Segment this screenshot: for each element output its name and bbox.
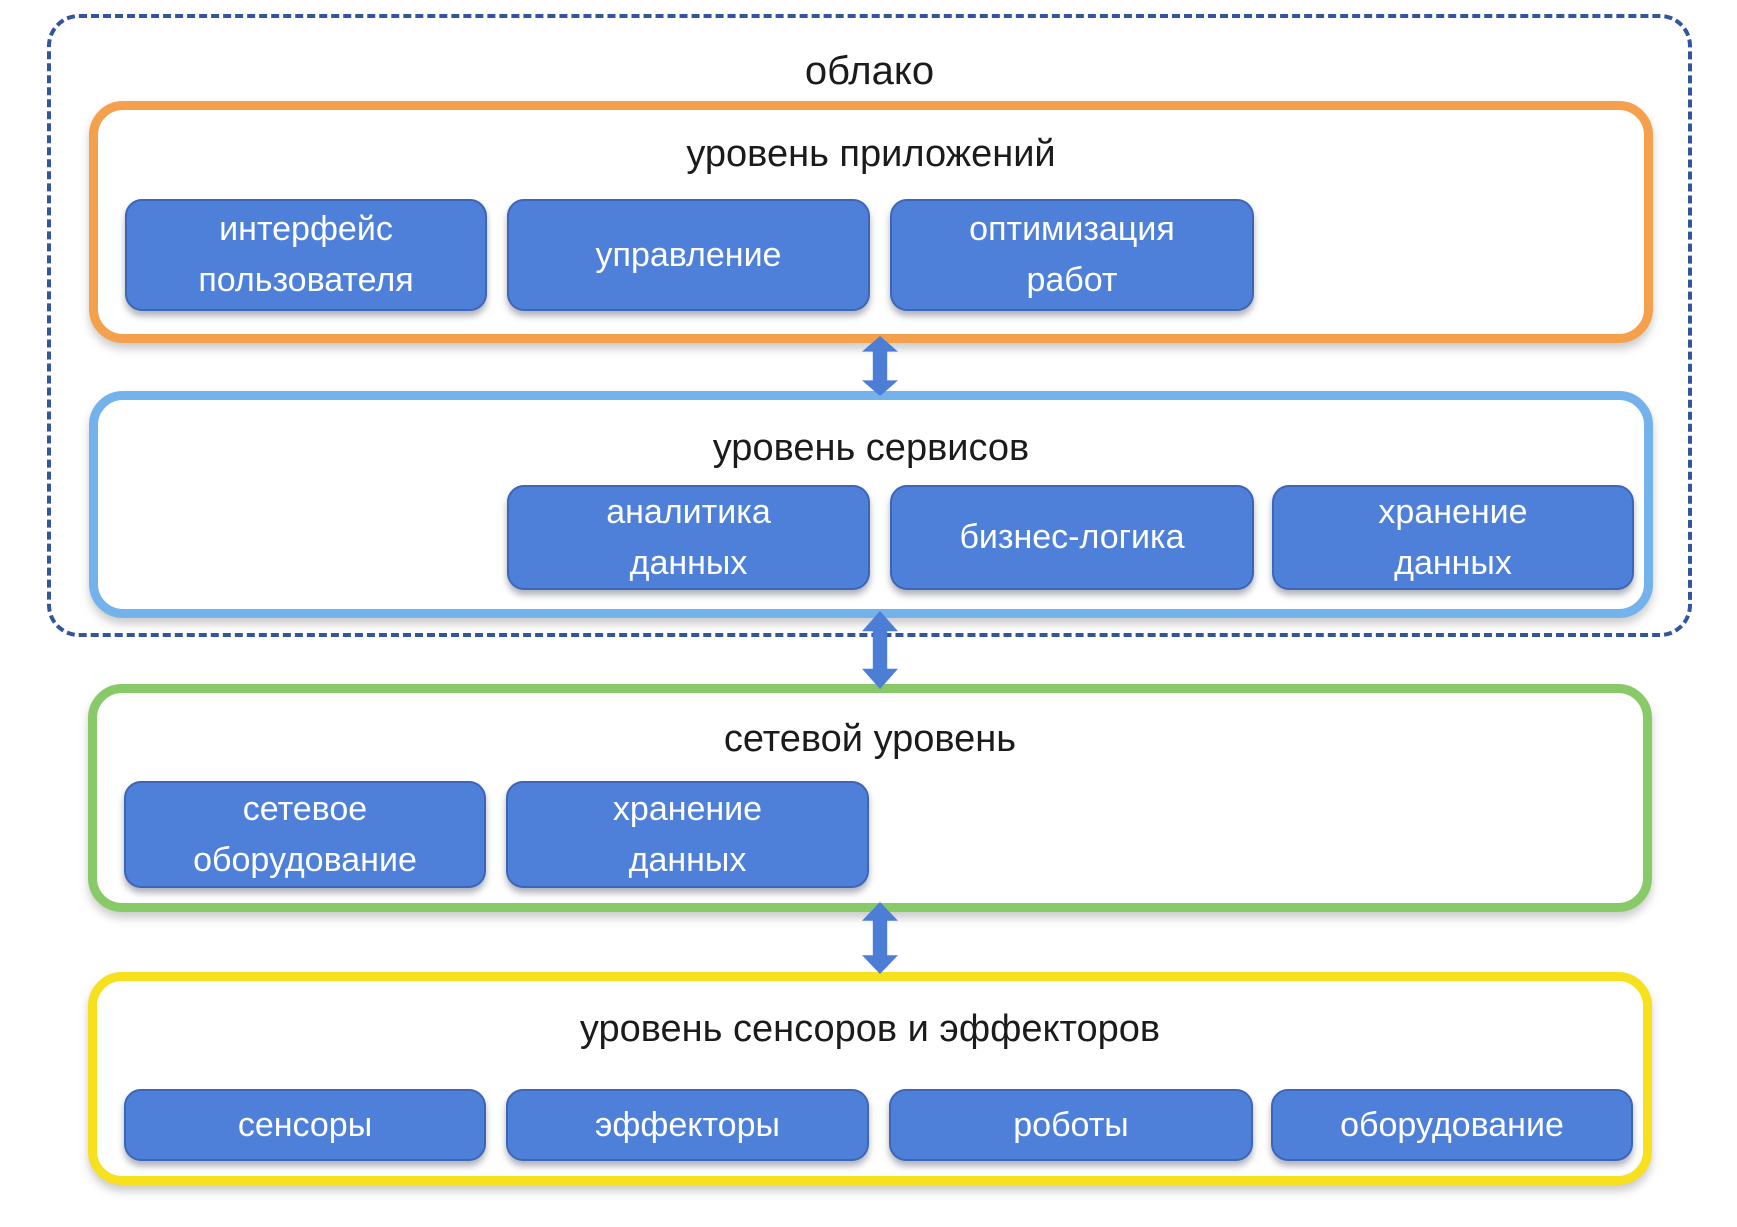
box-sensors: сенсоры [124,1089,486,1161]
arrow-network-sensors [862,902,898,974]
box-robots: роботы [889,1089,1253,1161]
layer-applications-title: уровень приложений [686,133,1056,175]
cloud-group: облако уровень приложений интерфейс поль… [47,14,1692,637]
layer-network: сетевой уровень сетевое оборудование хра… [88,684,1652,912]
box-equipment: оборудование [1271,1089,1633,1161]
double-arrow-icon [862,611,898,689]
box-data-analytics: аналитика данных [507,485,870,590]
box-network-equipment: сетевое оборудование [124,781,486,888]
arrow-services-network [862,611,898,689]
box-work-optimization: оптимизация работ [890,199,1254,311]
layer-services-title: уровень сервисов [712,427,1030,469]
box-business-logic: бизнес-логика [890,485,1254,590]
arrow-applications-services [862,336,898,396]
layer-sensors-effectors: уровень сенсоров и эффекторов сенсоры эф… [88,972,1652,1185]
cloud-title: облако [804,49,935,93]
box-data-storage-services: хранение данных [1272,485,1634,590]
double-arrow-icon [862,902,898,974]
layer-services: уровень сервисов аналитика данных бизнес… [89,391,1653,618]
layer-network-title: сетевой уровень [723,718,1017,760]
box-user-interface: интерфейс пользователя [125,199,487,311]
double-arrow-icon [862,336,898,396]
box-effectors: эффекторы [506,1089,869,1161]
layer-applications: уровень приложений интерфейс пользовател… [89,101,1653,343]
box-management: управление [507,199,870,311]
box-data-storage-network: хранение данных [506,781,869,888]
layer-sensors-effectors-title: уровень сенсоров и эффекторов [579,1008,1161,1050]
